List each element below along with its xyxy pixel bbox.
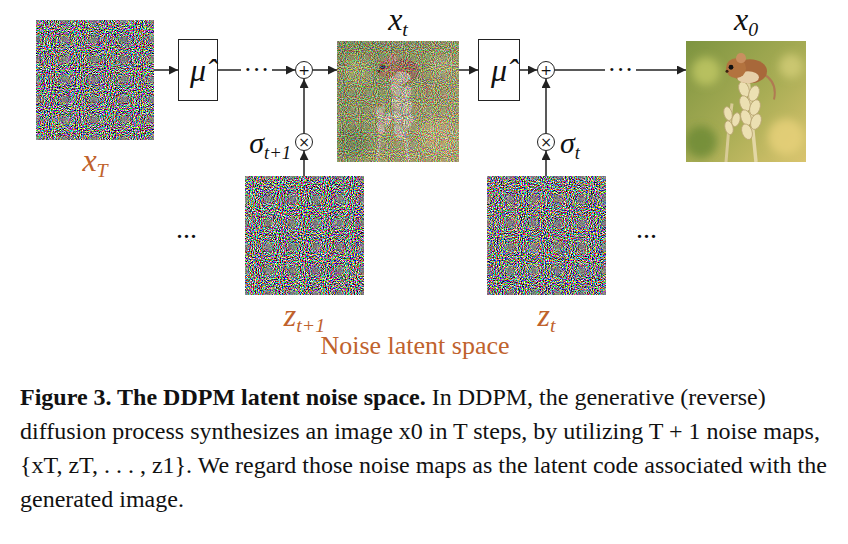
image-tile: xT: [36, 20, 154, 140]
operator-symbol: ×: [298, 135, 310, 149]
image-label: zt: [538, 297, 556, 333]
image-tile: xt: [337, 41, 459, 162]
image-label: xT: [82, 142, 107, 178]
mu-hat-symbol: μ̂: [491, 50, 507, 90]
operator-circle: ×: [295, 133, 313, 151]
arrow-connector: [303, 79, 305, 133]
image-label: x0: [734, 1, 758, 37]
figure-caption: Figure 3. The DDPM latent noise space. I…: [20, 380, 830, 516]
mu-hat-symbol: μ̂: [190, 50, 206, 90]
arrow-connector: [459, 69, 478, 71]
arrow-connector: [303, 151, 305, 176]
operator-symbol: +: [540, 63, 552, 77]
noise-scale-label: σt: [560, 126, 580, 160]
image-label: zt+1: [284, 297, 325, 333]
image-label: xt: [388, 1, 408, 37]
subscript: t+1: [264, 142, 291, 163]
edge-ellipsis: ···: [241, 57, 273, 83]
subscript: t: [575, 142, 580, 163]
image-illustration: [686, 41, 806, 162]
image-tile: zt+1: [245, 176, 364, 295]
arrow-connector: [313, 69, 337, 71]
edge-ellipsis: ···: [605, 57, 637, 83]
operator-circle: ×: [537, 133, 555, 151]
mean-predictor-box: μ̂: [178, 39, 218, 101]
noise-scale-label: σt+1: [249, 126, 291, 160]
region-title: Noise latent space: [320, 331, 509, 361]
arrow-connector: [154, 69, 178, 71]
subscript: t+1: [296, 314, 325, 336]
noise-map: [245, 176, 364, 295]
ellipsis: ...: [636, 212, 657, 246]
subscript: t: [402, 18, 408, 40]
arrow-connector: [520, 69, 537, 71]
arrow-connector: [545, 151, 547, 176]
caption-heading: Figure 3. The DDPM latent noise space.: [20, 384, 426, 410]
subscript: 0: [748, 18, 758, 40]
ellipsis: ...: [176, 212, 197, 246]
image-tile: zt: [487, 176, 606, 295]
noise-map: [487, 176, 606, 295]
operator-symbol: ×: [540, 135, 552, 149]
mean-predictor-box: μ̂: [478, 39, 520, 101]
operator-circle: +: [537, 61, 555, 79]
subscript: t: [550, 314, 556, 336]
image-tile: x0: [686, 41, 806, 162]
noise-map: [36, 20, 154, 140]
arrow-connector: [545, 79, 547, 133]
operator-symbol: +: [298, 63, 310, 77]
region-outline: [24, 10, 704, 328]
subscript: T: [97, 159, 108, 181]
operator-circle: +: [295, 61, 313, 79]
image-illustration: [337, 41, 459, 162]
